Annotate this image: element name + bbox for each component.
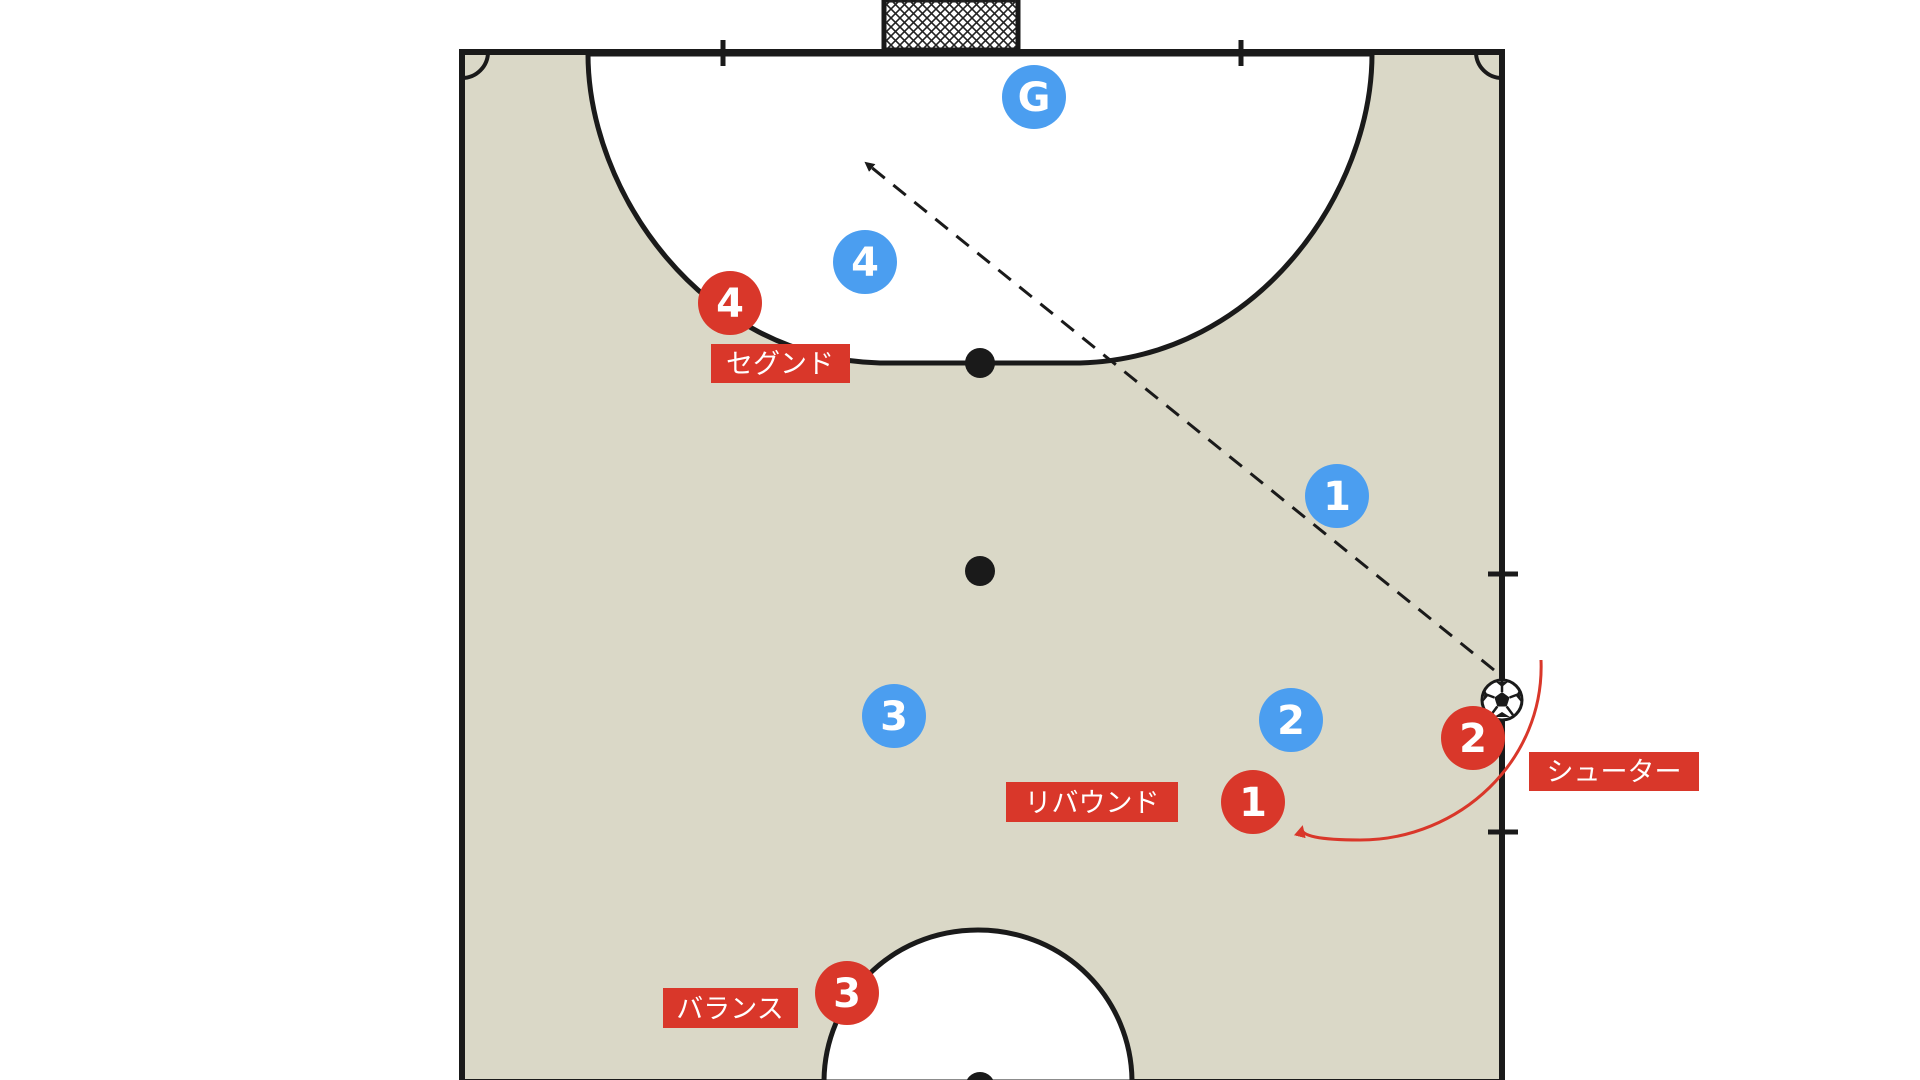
defender-label: 1 bbox=[1323, 474, 1351, 520]
attacker-label: 3 bbox=[833, 971, 861, 1017]
defender-label: 3 bbox=[880, 694, 908, 740]
defender-label: G bbox=[1018, 75, 1051, 121]
attacker-3: 3 bbox=[815, 961, 879, 1025]
defender-goalkeeper: G bbox=[1002, 65, 1066, 129]
role-text: リバウンド bbox=[1025, 788, 1160, 819]
attacker-4: 4 bbox=[698, 271, 762, 335]
role-text: シューター bbox=[1547, 757, 1682, 788]
corner-arc-right bbox=[1474, 51, 1503, 80]
role-label-rebound: リバウンド bbox=[1006, 782, 1178, 822]
defender-2: 2 bbox=[1259, 688, 1323, 752]
second-penalty-spot bbox=[965, 556, 995, 586]
defender-label: 2 bbox=[1277, 698, 1305, 744]
defender-label: 4 bbox=[851, 240, 879, 286]
attacker-label: 4 bbox=[716, 281, 744, 327]
defender-3: 3 bbox=[862, 684, 926, 748]
role-text: セグンド bbox=[726, 349, 834, 380]
attacker-1: 1 bbox=[1221, 770, 1285, 834]
penalty-area bbox=[585, 51, 1375, 366]
penalty-spot bbox=[965, 348, 995, 378]
court-boundary bbox=[459, 49, 1505, 1080]
corner-arc-left bbox=[461, 51, 490, 80]
goal-net bbox=[881, 0, 1021, 53]
role-label-shooter: シューター bbox=[1529, 752, 1699, 791]
attacker-label: 1 bbox=[1239, 780, 1267, 826]
attacker-label: 2 bbox=[1459, 716, 1487, 762]
role-label-balance: バランス bbox=[663, 988, 798, 1028]
center-spot bbox=[966, 1072, 994, 1080]
defender-1: 1 bbox=[1305, 464, 1369, 528]
attacker-2: 2 bbox=[1441, 706, 1505, 770]
run-path-arrow bbox=[1294, 659, 1543, 842]
role-label-segundo: セグンド bbox=[711, 344, 850, 383]
soccer-ball-icon bbox=[1480, 678, 1524, 722]
role-text: バランス bbox=[676, 994, 783, 1025]
defender-4: 4 bbox=[833, 230, 897, 294]
